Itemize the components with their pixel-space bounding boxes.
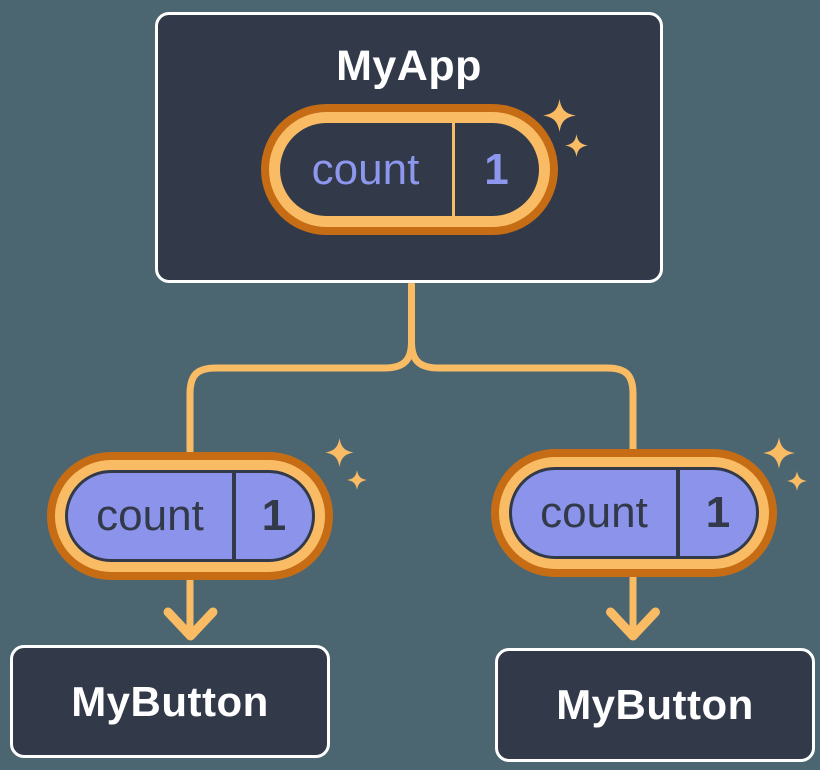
sparkle-icon [565, 134, 588, 157]
state-pill-ring: count 1 [268, 112, 550, 228]
root-component-node: MyApp count 1 [155, 12, 663, 283]
prop-pill-ring: count 1 [55, 460, 325, 572]
sparkle-icon [325, 438, 354, 467]
sparkle-icon [787, 471, 807, 491]
branch-right-line [408, 281, 637, 636]
prop-pill-divider [676, 470, 680, 556]
prop-pill-right: count 1 [491, 449, 777, 577]
state-pill-core: count 1 [279, 123, 539, 217]
sparkle-icon [347, 470, 367, 490]
prop-pill-core: count 1 [65, 470, 315, 562]
sparkle-icon [763, 437, 795, 469]
state-pill-value: 1 [484, 144, 509, 194]
state-pill-divider [451, 123, 455, 217]
state-pill-label: count [311, 144, 420, 194]
prop-pill-value: 1 [705, 488, 731, 537]
prop-pill-left: count 1 [47, 452, 333, 580]
child-component-node-right: MyButton [495, 648, 815, 762]
prop-pill-core: count 1 [509, 467, 759, 559]
prop-pill-label: count [96, 491, 204, 540]
prop-pill-label: count [540, 488, 648, 537]
arrowhead-left-icon [163, 607, 218, 641]
prop-pill-ring: count 1 [499, 457, 769, 569]
state-pill: count 1 [260, 104, 558, 236]
child-component-node-left: MyButton [10, 645, 330, 758]
sparkle-icon [543, 99, 576, 132]
arrowhead-right-icon [606, 607, 660, 641]
child-component-title: MyButton [71, 677, 269, 725]
root-component-title: MyApp [336, 42, 482, 90]
child-component-title: MyButton [556, 681, 754, 728]
prop-pill-value: 1 [261, 491, 287, 540]
prop-pill-divider [232, 473, 236, 559]
